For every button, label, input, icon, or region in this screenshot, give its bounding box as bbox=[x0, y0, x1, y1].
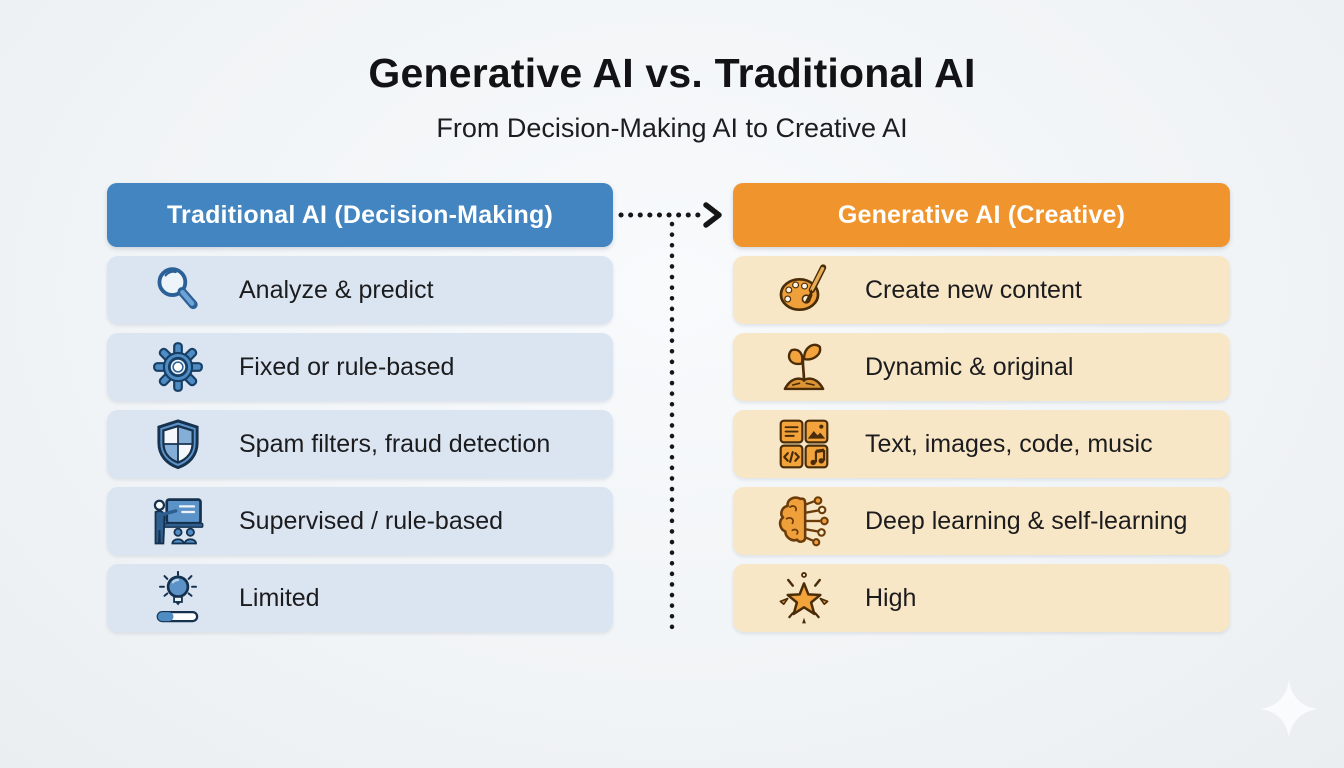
traditional-row-label: Fixed or rule-based bbox=[239, 352, 455, 381]
traditional-row-label: Spam filters, fraud detection bbox=[239, 429, 551, 458]
generative-row-label: Dynamic & original bbox=[865, 352, 1074, 381]
dotted-arrow-right-icon bbox=[618, 202, 722, 228]
traditional-row-output: Fixed or rule-based bbox=[107, 333, 613, 401]
generative-row-label: High bbox=[865, 583, 917, 612]
traditional-ai-header: Traditional AI (Decision-Making) bbox=[107, 183, 613, 247]
page-title: Generative AI vs. Traditional AI bbox=[368, 50, 976, 96]
shield-icon bbox=[149, 415, 207, 473]
generative-ai-column: Generative AI (Creative) Create new cont… bbox=[733, 183, 1230, 632]
traditional-row-label: Limited bbox=[239, 583, 320, 612]
page-subtitle: From Decision-Making AI to Creative AI bbox=[436, 113, 908, 143]
generative-row-label: Create new content bbox=[865, 275, 1082, 304]
gear-icon bbox=[149, 338, 207, 396]
generative-row-label: Text, images, code, music bbox=[865, 429, 1153, 458]
generative-ai-header: Generative AI (Creative) bbox=[733, 183, 1230, 247]
generative-row-label: Deep learning & self-learning bbox=[865, 506, 1188, 535]
bulb-progress-icon bbox=[149, 569, 207, 627]
generative-row-output: Dynamic & original bbox=[733, 333, 1230, 401]
palette-icon bbox=[775, 261, 833, 319]
generative-row-purpose: Create new content bbox=[733, 256, 1230, 324]
sparkle-icon bbox=[1260, 680, 1318, 738]
generative-row-learning: Deep learning & self-learning bbox=[733, 487, 1230, 555]
star-icon bbox=[775, 569, 833, 627]
traditional-row-label: Analyze & predict bbox=[239, 275, 434, 304]
magnifier-icon bbox=[149, 261, 207, 319]
traditional-row-creativity: Limited bbox=[107, 564, 613, 632]
traditional-row-purpose: Analyze & predict bbox=[107, 256, 613, 324]
media-grid-icon bbox=[775, 415, 833, 473]
brain-circuit-icon bbox=[775, 492, 833, 550]
traditional-ai-column: Traditional AI (Decision-Making) Analyze… bbox=[107, 183, 613, 632]
generative-row-examples: Text, images, code, music bbox=[733, 410, 1230, 478]
teacher-icon bbox=[149, 492, 207, 550]
generative-row-creativity: High bbox=[733, 564, 1230, 632]
dotted-vertical-divider bbox=[669, 221, 675, 633]
sprout-icon bbox=[775, 338, 833, 396]
traditional-row-training: Supervised / rule-based bbox=[107, 487, 613, 555]
traditional-row-examples: Spam filters, fraud detection bbox=[107, 410, 613, 478]
traditional-row-label: Supervised / rule-based bbox=[239, 506, 504, 535]
